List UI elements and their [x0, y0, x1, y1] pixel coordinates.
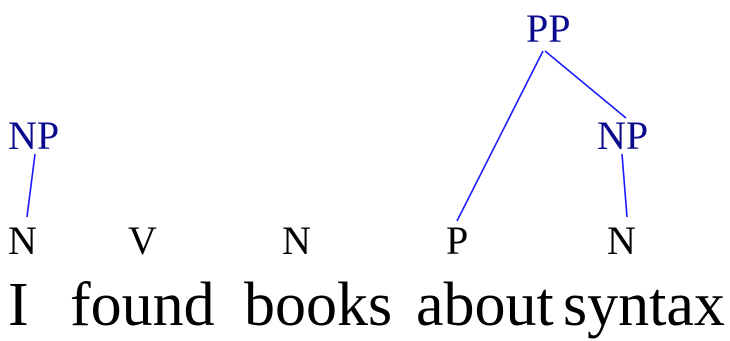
phrase-node-pp: PP: [526, 6, 571, 51]
edge-np1-to-n1: [26, 153, 36, 218]
word-5: syntax: [563, 271, 725, 339]
word-4: about: [416, 271, 554, 339]
phrase-node-np-1: NP: [8, 113, 59, 158]
word-2: found: [70, 271, 215, 339]
word-1: I: [8, 271, 29, 339]
pos-tag-2: V: [128, 218, 157, 263]
edge-pp-to-np2: [544, 50, 627, 119]
edge-np2-to-n5: [621, 153, 628, 218]
pos-tag-3: N: [282, 218, 311, 263]
word-3: books: [244, 271, 392, 339]
pos-tag-4: P: [446, 218, 468, 263]
edge-pp-to-p: [456, 50, 544, 222]
pos-tag-1: N: [8, 218, 37, 263]
phrase-node-np-2: NP: [597, 113, 648, 158]
pos-tag-5: N: [607, 218, 636, 263]
